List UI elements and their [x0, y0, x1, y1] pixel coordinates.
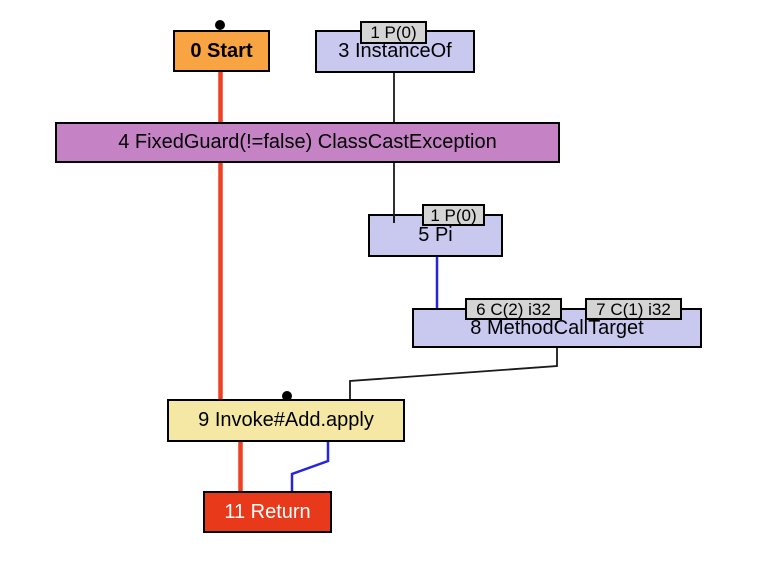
node-methodcalltarget-label: 8 MethodCallTarget [470, 316, 644, 339]
invoke-anchor-dot [282, 391, 292, 401]
node-start-label: 0 Start [190, 39, 253, 62]
slot-pi-p0[interactable]: 1 P(0) [422, 204, 485, 226]
node-invoke-label: 9 Invoke#Add.apply [198, 409, 374, 431]
node-pi-label: 5 Pi [418, 224, 453, 246]
node-fixedguard-label: 4 FixedGuard(!=false) ClassCastException [118, 131, 497, 153]
slot-instanceof-p0-label: 1 P(0) [370, 23, 417, 42]
start-anchor-dot [215, 20, 225, 30]
edge-data-invoke-return [290, 440, 330, 493]
slot-instanceof-p0[interactable]: 1 P(0) [360, 21, 427, 44]
edge-assoc-mct-invoke [349, 348, 558, 401]
slot-mct-c1-i32[interactable]: 7 C(1) i32 [585, 298, 682, 320]
node-invoke[interactable]: 9 Invoke#Add.apply [167, 399, 405, 442]
slot-mct-c1-i32-label: 7 C(1) i32 [596, 299, 671, 319]
slot-mct-c2-i32[interactable]: 6 C(2) i32 [465, 298, 562, 320]
node-return[interactable]: 11 Return [203, 491, 332, 533]
node-return-label: 11 Return [224, 500, 311, 523]
node-start[interactable]: 0 Start [173, 30, 270, 72]
node-fixedguard[interactable]: 4 FixedGuard(!=false) ClassCastException [55, 122, 560, 163]
node-instanceof-label: 3 InstanceOf [338, 40, 452, 62]
slot-pi-p0-label: 1 P(0) [430, 205, 477, 225]
pi-input-stub [393, 214, 395, 223]
slot-mct-c2-i32-label: 6 C(2) i32 [476, 299, 551, 319]
